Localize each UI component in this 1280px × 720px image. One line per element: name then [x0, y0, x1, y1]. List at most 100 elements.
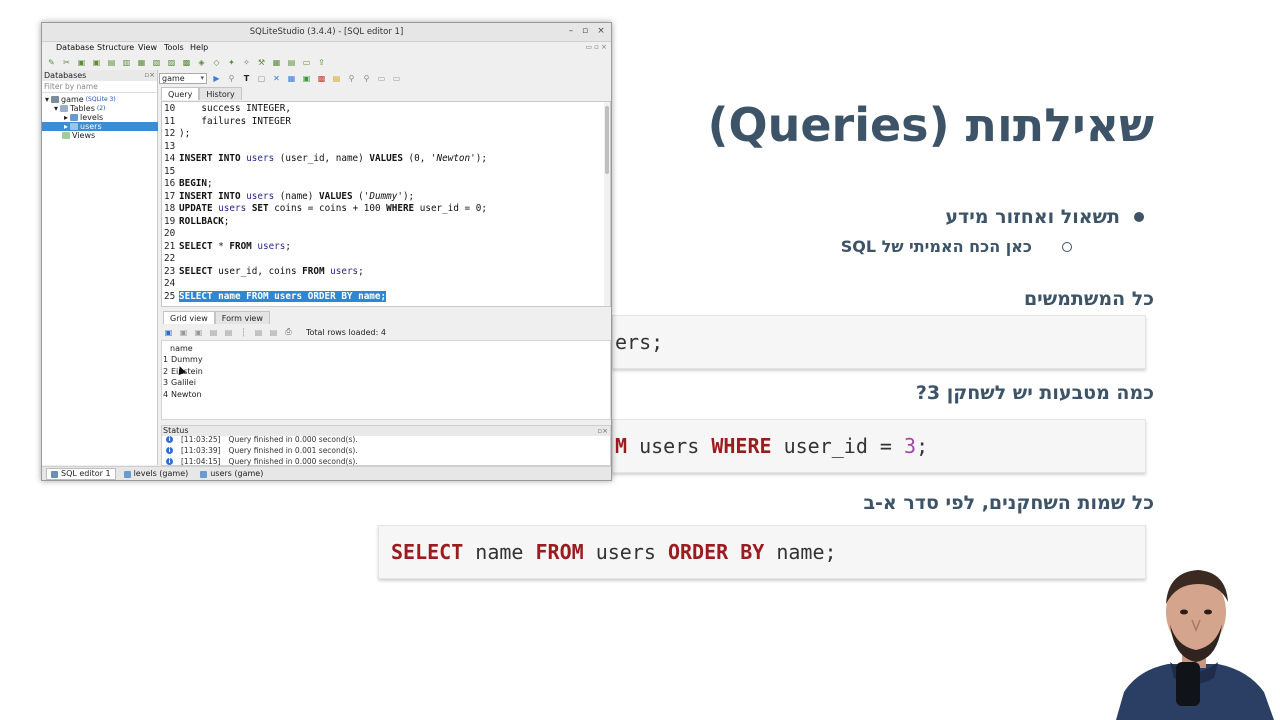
- window-icon[interactable]: ▭: [302, 58, 311, 67]
- sql-editor-icon: [51, 470, 58, 478]
- scroll-thumb[interactable]: [605, 106, 609, 174]
- add-view-icon[interactable]: ◇: [213, 58, 220, 67]
- db-filter-input[interactable]: Filter by name: [42, 81, 157, 93]
- databases-panel-title: Databases: [44, 71, 87, 80]
- tree-table-levels[interactable]: ▸ levels: [64, 113, 103, 122]
- edit-table-icon[interactable]: ▧: [152, 58, 161, 67]
- code-line[interactable]: );: [179, 128, 191, 139]
- code-line[interactable]: failures INTEGER: [179, 115, 291, 127]
- search-icon[interactable]: ⚲: [348, 73, 355, 83]
- window-tab-users[interactable]: users (game): [196, 468, 267, 480]
- remove-db-icon[interactable]: ▥: [122, 58, 131, 67]
- first-page-icon[interactable]: ▤: [209, 327, 218, 337]
- code-line[interactable]: INSERT INTO users (name) VALUES ('Dummy'…: [179, 190, 415, 202]
- table-row[interactable]: 2 Einstein: [163, 367, 203, 376]
- window-tab-sql-editor[interactable]: SQL editor 1: [46, 468, 116, 480]
- rollback-results-icon[interactable]: ▣: [194, 327, 203, 337]
- table-icon[interactable]: ▤: [287, 58, 296, 67]
- last-page-icon[interactable]: ▤: [269, 327, 278, 337]
- editor-scrollbar[interactable]: [604, 102, 610, 306]
- results-grid[interactable]: name 1 Dummy 2 Einstein 3 Galilei 4 Newt…: [161, 340, 611, 420]
- tab-grid-view[interactable]: Grid view: [163, 311, 215, 324]
- table-row[interactable]: 1 Dummy: [163, 355, 203, 364]
- commit-icon[interactable]: ▣: [302, 73, 311, 83]
- title-bar[interactable]: SQLiteStudio (3.4.4) - [SQL editor 1] – …: [42, 23, 611, 42]
- sql-editor-icon[interactable]: ✦: [228, 58, 235, 67]
- tab-query[interactable]: Query: [161, 87, 200, 100]
- table-row[interactable]: 3 Galilei: [163, 378, 196, 387]
- edit-db-icon[interactable]: ▤: [107, 58, 116, 67]
- expand-arrow-icon[interactable]: ▸: [64, 113, 69, 122]
- tree-db-game[interactable]: ▾ game (SQLite 3): [45, 95, 116, 104]
- collapse-arrow-icon[interactable]: ▾: [45, 95, 50, 104]
- tool-icon[interactable]: ✕: [273, 73, 280, 83]
- code-line[interactable]: UPDATE users SET coins = coins + 100 WHE…: [179, 203, 487, 214]
- commit-results-icon[interactable]: ▣: [179, 327, 188, 337]
- code-line[interactable]: ROLLBACK;: [179, 215, 230, 227]
- code-line[interactable]: BEGIN;: [179, 178, 213, 189]
- delete-table-icon[interactable]: ▨: [167, 58, 176, 67]
- next-page-icon[interactable]: ▤: [254, 327, 263, 337]
- close-icon[interactable]: ×: [597, 26, 605, 36]
- add-index-icon[interactable]: ▩: [182, 58, 191, 67]
- views-label: Views: [72, 131, 96, 140]
- collapse-arrow-icon[interactable]: ▾: [54, 104, 59, 113]
- disconnect-icon[interactable]: ✂: [63, 58, 70, 67]
- database-select[interactable]: game: [159, 72, 207, 84]
- menu-help[interactable]: Help: [190, 43, 209, 52]
- cell-name[interactable]: Galilei: [171, 378, 196, 387]
- maximize-icon[interactable]: ▫: [581, 26, 589, 36]
- refresh-results-icon[interactable]: ▣: [164, 327, 173, 337]
- table-row[interactable]: 4 Newton: [163, 390, 202, 399]
- clear-icon[interactable]: ▢: [257, 73, 266, 83]
- tab-history[interactable]: History: [199, 87, 242, 100]
- mdi-controls-icon[interactable]: ▭ ▫ ×: [585, 43, 607, 51]
- column-header-name[interactable]: name: [170, 344, 193, 353]
- open-icon[interactable]: ▤: [332, 73, 341, 83]
- prev-page-icon[interactable]: ▤: [224, 327, 233, 337]
- history-icon[interactable]: ▦: [287, 73, 296, 83]
- tree-tables[interactable]: ▾ Tables (2): [54, 104, 105, 113]
- execute-icon[interactable]: ▶: [213, 73, 220, 83]
- add-table-icon[interactable]: ▦: [137, 58, 146, 67]
- menu-database[interactable]: Database: [56, 43, 95, 52]
- export-icon[interactable]: ⇪: [318, 58, 325, 67]
- cell-name[interactable]: Einstein: [171, 367, 203, 376]
- menu-structure[interactable]: Structure: [97, 43, 135, 52]
- tab-form-view[interactable]: Form view: [214, 311, 270, 324]
- layout2-icon[interactable]: ▭: [392, 73, 401, 83]
- expand-arrow-icon[interactable]: ▸: [64, 122, 69, 131]
- add-trigger-icon[interactable]: ◈: [198, 58, 205, 67]
- add-db-icon[interactable]: ▣: [92, 58, 101, 67]
- tool-icon[interactable]: ✧: [243, 58, 250, 67]
- code-line[interactable]: SELECT * FROM users;: [179, 240, 291, 252]
- minimize-icon[interactable]: –: [568, 26, 574, 36]
- explain-icon[interactable]: ⚲: [228, 73, 235, 83]
- replace-icon[interactable]: ⚲: [363, 73, 370, 83]
- wrench-icon[interactable]: ⚒: [257, 58, 266, 67]
- results-toolbar: ▣ ▣ ▣ ▤ ▤ ┆ ▤ ▤ ⎙ Total rows loaded: 4: [163, 326, 386, 338]
- grid-icon[interactable]: ▦: [272, 58, 281, 67]
- refresh-icon[interactable]: ▣: [77, 58, 86, 67]
- save-icon[interactable]: ▩: [317, 73, 326, 83]
- tree-views[interactable]: Views: [62, 131, 95, 140]
- window-tab-levels[interactable]: levels (game): [120, 468, 193, 480]
- status-line: i [11:04:15] Query finished in 0.000 sec…: [166, 457, 358, 466]
- format-icon[interactable]: T: [243, 73, 250, 83]
- menu-view[interactable]: View: [138, 43, 157, 52]
- menu-tools[interactable]: Tools: [164, 43, 184, 52]
- panel-close-icon[interactable]: ▫×: [144, 71, 155, 79]
- code-line[interactable]: SELECT name FROM users ORDER BY name;: [179, 290, 387, 302]
- cell-name[interactable]: Dummy: [171, 355, 203, 364]
- print-icon[interactable]: ⎙: [285, 327, 292, 336]
- code-line[interactable]: success INTEGER,: [179, 103, 291, 114]
- line-number: 23: [164, 265, 176, 277]
- panel-close-icon[interactable]: ▫×: [597, 427, 608, 435]
- cell-name[interactable]: Newton: [171, 390, 202, 399]
- code-line[interactable]: SELECT user_id, coins FROM users;: [179, 265, 364, 277]
- layout-icon[interactable]: ▭: [377, 73, 386, 83]
- tree-table-users[interactable]: ▸ users: [42, 122, 158, 131]
- code-line[interactable]: INSERT INTO users (user_id, name) VALUES…: [179, 153, 487, 164]
- connect-icon[interactable]: ✎: [48, 58, 55, 67]
